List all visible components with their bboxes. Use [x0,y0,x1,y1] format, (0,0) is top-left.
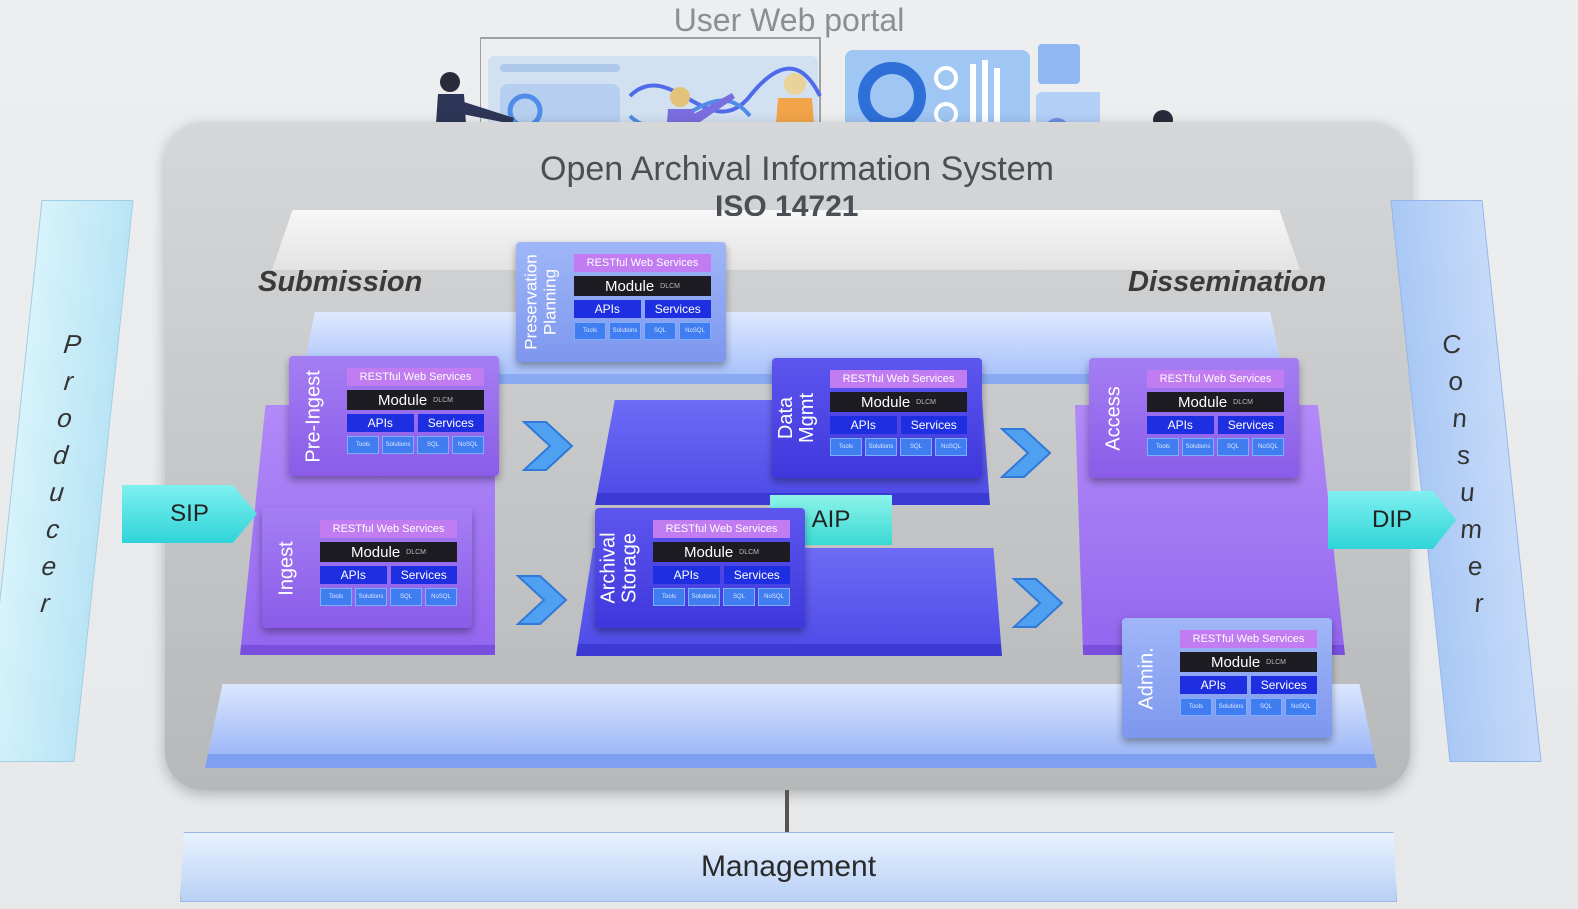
solutions-label: Solutions [865,438,897,456]
dlcm-logo: DLCM [739,548,760,556]
solutions-label: Solutions [1182,438,1214,456]
solutions-label: Solutions [609,322,641,340]
module-title: Pre-Ingest [302,369,325,463]
tools-label: Tools [1180,698,1212,716]
services-label: Services [723,566,790,584]
tools-label: Tools [574,322,606,340]
sip-label: SIP [170,500,209,527]
management-bar: Management [180,832,1397,902]
portal-title: User Web portal [673,2,905,38]
oais-subtitle: ISO 14721 [715,190,859,216]
nosql-label: NoSQL [679,322,711,340]
rws-label: RESTful Web Services [830,370,967,388]
services-label: Services [390,566,457,584]
rws-label: RESTful Web Services [574,254,711,272]
tools-label: Tools [1147,438,1179,456]
aip-label: AIP [811,506,851,533]
services-label: Services [900,416,967,434]
rws-label: RESTful Web Services [347,368,484,386]
module-title: Access [1102,385,1125,451]
management-connector [785,790,789,832]
sql-label: SQL [723,588,755,606]
tools-label: Tools [653,588,685,606]
apis-label: APIs [830,416,897,434]
nosql-label: NoSQL [1252,438,1284,456]
tools-label: Tools [320,588,352,606]
sql-label: SQL [390,588,422,606]
sql-label: SQL [1250,698,1282,716]
nosql-label: NoSQL [758,588,790,606]
solutions-label: Solutions [355,588,387,606]
services-label: Services [1250,676,1317,694]
dlcm-logo: DLCM [406,548,427,556]
services-label: Services [417,414,484,432]
chevron-right-icon [999,428,1052,478]
sql-label: SQL [1217,438,1249,456]
rws-label: RESTful Web Services [320,520,457,538]
services-label: Services [644,300,711,318]
nosql-label: NoSQL [935,438,967,456]
management-label: Management [700,850,877,883]
module-title: Preservation Planning [522,254,560,350]
rws-label: RESTful Web Services [1180,630,1317,648]
module-title: Archival Storage [598,532,642,604]
tools-label: Tools [830,438,862,456]
sql-label: SQL [900,438,932,456]
dip-label: DIP [1371,506,1412,533]
dlcm-logo: DLCM [660,282,681,290]
sql-label: SQL [644,322,676,340]
dip-arrow: DIP [1328,491,1456,549]
sip-arrow: SIP [122,485,257,543]
rws-label: RESTful Web Services [1147,370,1284,388]
apis-label: APIs [320,566,387,584]
oais-title: Open Archival Information System [540,150,1055,188]
tools-label: Tools [347,436,379,454]
module-archival-storage[interactable]: Archival Storage RESTful Web Services Mo… [595,508,805,628]
top-band [272,210,1300,270]
chevron-right-icon [521,421,574,471]
rws-label: RESTful Web Services [653,520,790,538]
nosql-label: NoSQL [452,436,484,454]
module-title: Ingest [275,540,298,596]
submission-label: Submission [258,266,423,298]
module-preservation-planning[interactable]: Preservation Planning RESTful Web Servic… [516,242,726,362]
module-title: Data Mgmt [775,393,818,443]
dissemination-label: Dissemination [1128,266,1327,298]
module-title: Admin. [1135,646,1158,710]
dlcm-logo: DLCM [916,398,937,406]
chevron-right-icon [1011,578,1064,628]
apis-label: APIs [574,300,641,318]
services-label: Services [1217,416,1284,434]
dlcm-logo: DLCM [1233,398,1254,406]
apis-label: APIs [653,566,720,584]
sql-label: SQL [417,436,449,454]
apis-label: APIs [347,414,414,432]
apis-label: APIs [1147,416,1214,434]
chevron-right-icon [515,575,568,625]
dlcm-logo: DLCM [1266,658,1287,666]
dlcm-logo: DLCM [433,396,454,404]
solutions-label: Solutions [382,436,414,454]
nosql-label: NoSQL [425,588,457,606]
solutions-label: Solutions [1215,698,1247,716]
nosql-label: NoSQL [1285,698,1317,716]
solutions-label: Solutions [688,588,720,606]
apis-label: APIs [1180,676,1247,694]
